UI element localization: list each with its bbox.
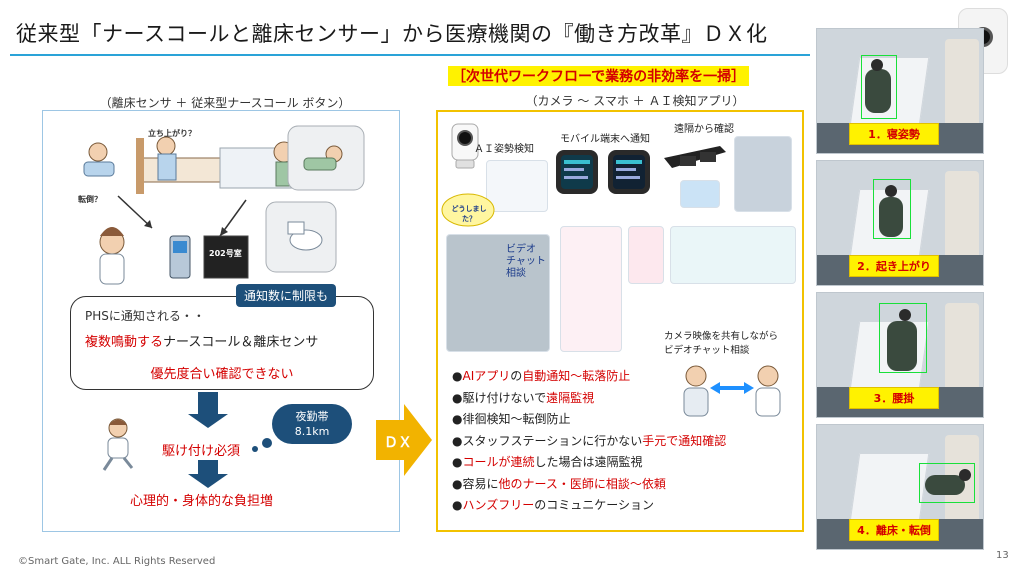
posture-photo-4: 4．離床・転倒 <box>816 424 984 550</box>
posture-label-2: 2．起き上がり <box>849 255 939 277</box>
app-screen-2 <box>628 226 664 284</box>
distance-label: 8.1km <box>294 425 330 438</box>
page-number: 13 <box>996 550 1009 561</box>
feature-item: ●駆け付けないで遠隔監視 <box>452 390 595 405</box>
doushi-text: どうしました？ <box>451 205 487 223</box>
multi-ring-text: 複数鳴動するナースコール＆離床センサ <box>85 331 318 350</box>
multi-ring-highlight: 複数鳴動する <box>85 335 164 350</box>
posture-photo-2: 2．起き上がり <box>816 160 984 286</box>
feature-item: ●コールが連続した場合は遠隔監視 <box>452 455 643 469</box>
smartwatch-icons <box>556 150 650 194</box>
bed-alert-illustration <box>486 160 548 212</box>
down-arrow-2 <box>188 460 228 488</box>
room-plate-label: 202号室 <box>209 249 242 258</box>
feature-item: ●ハンズフリーのコミュニケーション <box>452 498 655 512</box>
smartglasses-illustration <box>664 146 726 168</box>
notification-box: PHSに通知される・・ 複数鳴動するナースコール＆離床センサ 優先度合い確認でき… <box>70 296 374 390</box>
tablet-illustration <box>680 180 720 208</box>
posture-label-4: 4．離床・転倒 <box>849 519 939 541</box>
fall-label: 転倒？ <box>78 195 102 204</box>
feature-list: ●AIアプリの自動通知～転落防止 ●駆け付けないで遠隔監視 ●徘徊検知～転倒防止… <box>452 366 726 517</box>
copyright: ©Smart Gate, Inc. ALL Rights Reserved <box>18 556 216 567</box>
right-caption: （カメラ ～ スマホ ＋ ＡＩ検知アプリ） <box>525 94 745 108</box>
speech-bubble <box>441 193 495 227</box>
burden-increase-text: 心理的・身体的な負担増 <box>130 494 274 509</box>
feature-item: ●スタッフステーションに行かない手元で通知確認 <box>452 433 727 448</box>
title-underline <box>10 54 810 56</box>
feature-item: ●徘徊検知～転倒防止 <box>452 412 571 426</box>
share-caption: カメラ映像を共有しながら ビデオチャット相談 <box>664 331 779 356</box>
night-shift-bubble: 夜勤帯 8.1km <box>252 404 352 452</box>
down-arrow-1 <box>188 392 228 428</box>
rush-required-text: 駆け付け必須 <box>162 444 241 459</box>
right-headline: ［次世代ワークフローで業務の非効率を一掃］ <box>448 66 750 86</box>
posture-photo-1: 1．寝姿勢 <box>816 28 984 154</box>
dx-arrow <box>376 404 432 476</box>
remote-check-label: 遠隔から確認 <box>674 124 734 135</box>
feature-item: ●容易に他のナース・医師に相談～依頼 <box>452 476 666 491</box>
video-chat-photo <box>446 234 550 352</box>
left-caption: （離床センサ ＋ 従来型ナースコール ボタン） <box>99 96 351 110</box>
phs-notify-text: PHSに通知される・・ <box>85 309 205 323</box>
dx-label: ＤＸ <box>384 435 412 451</box>
posture-label-1: 1．寝姿勢 <box>849 123 939 145</box>
night-shift-label: 夜勤帯 <box>295 410 329 423</box>
feature-item: ●AIアプリの自動通知～転落防止 <box>452 369 631 383</box>
notify-limit-tag: 通知数に制限も <box>236 284 337 307</box>
remote-nurse-photo <box>734 136 792 212</box>
running-nurse-illustration <box>102 418 134 471</box>
patient-illustration <box>83 125 365 285</box>
video-chat-label: ビデオ チャット 相談 <box>506 244 546 279</box>
posture-photo-3: 3．腰掛 <box>816 292 984 418</box>
mobile-notify-label: モバイル端末へ通知 <box>560 134 650 145</box>
standup-label: 立ち上がり？ <box>148 129 196 138</box>
priority-text: 優先度合い確認できない <box>150 367 294 382</box>
multi-ring-rest: ナースコール＆離床センサ <box>163 335 319 350</box>
page-title: 従来型「ナースコールと離床センサー」から医療機関の『働き方改革』ＤＸ化 <box>16 22 768 46</box>
ai-posture-label: ＡＩ姿勢検知 <box>474 144 534 155</box>
share-illustration <box>683 365 781 417</box>
app-dashboard <box>670 226 796 284</box>
app-screen-1 <box>560 226 622 352</box>
camera-icon <box>451 123 479 169</box>
posture-label-3: 3．腰掛 <box>849 387 939 409</box>
